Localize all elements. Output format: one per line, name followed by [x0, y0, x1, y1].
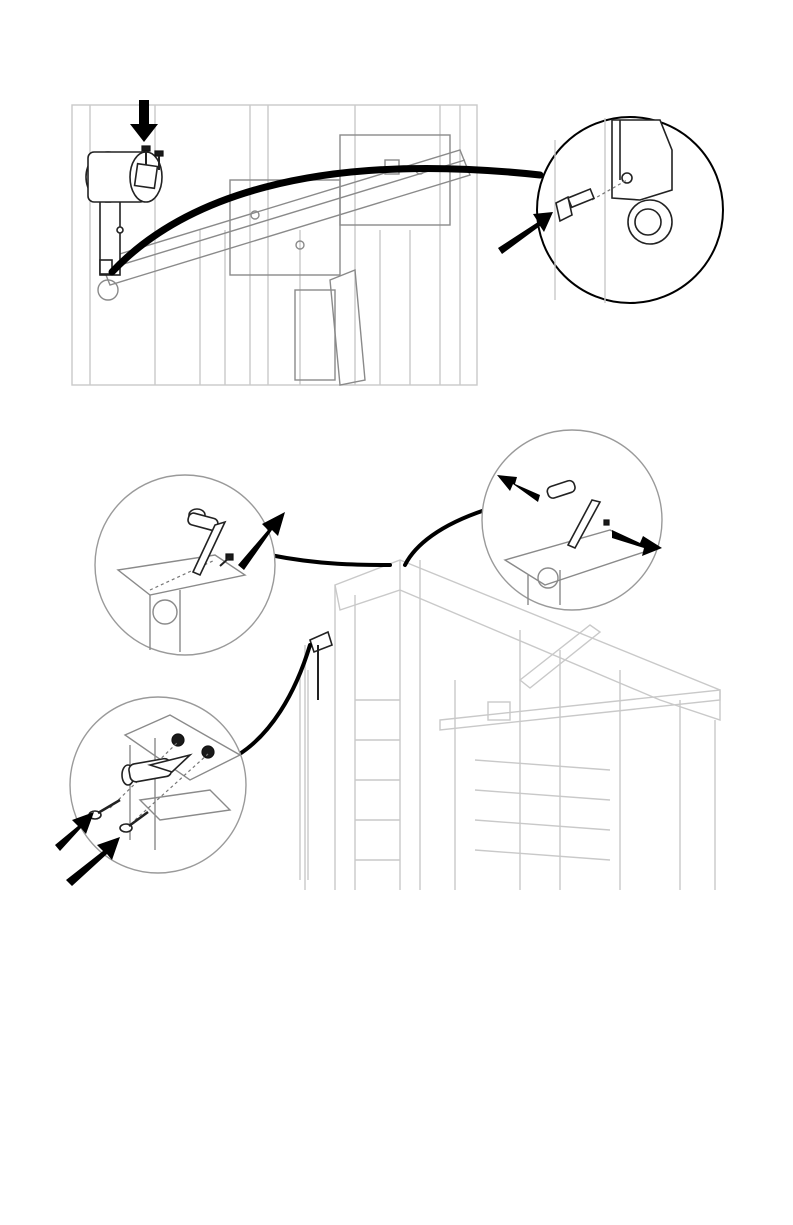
figure-top-illustration: [0, 0, 793, 400]
detail-callout-lever-upper: [95, 475, 285, 655]
lever-on-frame: [310, 632, 332, 700]
callout-leader: [112, 168, 540, 272]
detail-callout-bolt: [498, 117, 723, 303]
callout-leader: [270, 555, 390, 565]
detail-callout-lever-lower-right: [482, 430, 662, 610]
callout-leader: [238, 645, 310, 755]
nut-icon: [202, 746, 214, 758]
nut-icon: [172, 734, 184, 746]
square-tube-socket: [86, 152, 162, 300]
gate-frame-background: [72, 105, 477, 385]
callout-leader: [405, 510, 485, 565]
direction-arrow-icon: [130, 100, 158, 142]
bolt-icon: [604, 520, 609, 525]
figure-bottom-illustration: [0, 400, 793, 900]
chute-frame-background: [300, 560, 720, 890]
detail-callout-pin-hinge: [55, 697, 246, 886]
